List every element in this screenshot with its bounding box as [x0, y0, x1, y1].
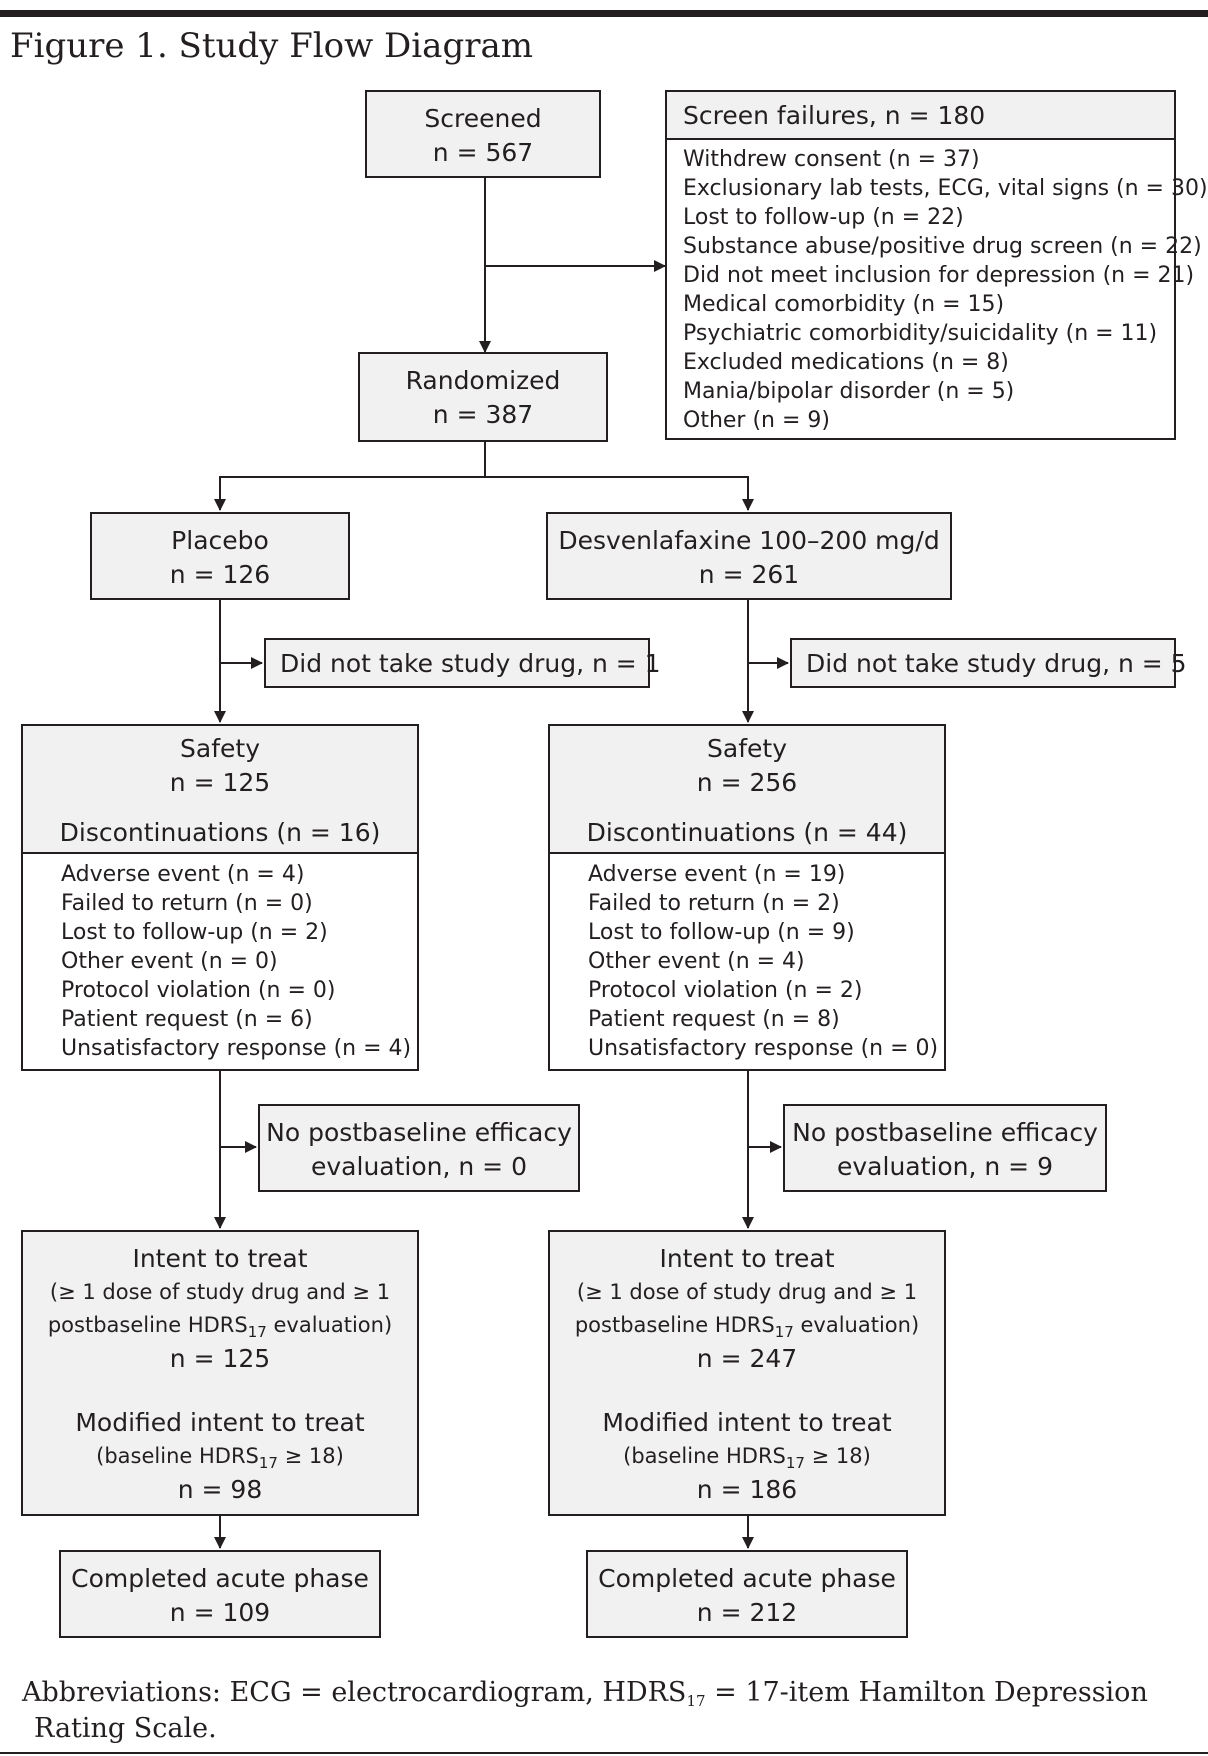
list-item: Psychiatric comorbidity/suicidality (n =… — [683, 321, 1158, 346]
screen-failures-list: Withdrew consent (n = 37) Exclusionary l… — [667, 140, 1208, 435]
list-item: Adverse event (n = 4) — [61, 862, 305, 887]
list-item: Failed to return (n = 0) — [61, 891, 313, 916]
desvenlafaxine-mitt-count: n = 186 — [696, 1475, 798, 1504]
placebo-did-not-take-box: Did not take study drug, n = 1 — [264, 638, 661, 688]
list-item: Unsatisfactory response (n = 4) — [61, 1036, 412, 1061]
randomized-split — [214, 442, 486, 511]
list-item: Patient request (n = 6) — [61, 1007, 313, 1032]
placebo-mitt-label: Modified intent to treat — [75, 1408, 365, 1437]
abbreviations-line1: Abbreviations: ECG = electrocardiogram, … — [22, 1677, 1148, 1710]
placebo-label: Placebo — [171, 526, 269, 555]
desvenlafaxine-discontinuations-title: Discontinuations (n = 44) — [586, 818, 908, 847]
placebo-box: Placebo n = 126 — [90, 512, 350, 600]
list-item: Withdrew consent (n = 37) — [683, 147, 980, 172]
desvenlafaxine-completed-label: Completed acute phase — [598, 1564, 896, 1593]
screen-failures-box: Screen failures, n = 180 Withdrew consen… — [665, 90, 1208, 440]
list-item: Medical comorbidity (n = 15) — [683, 292, 1005, 317]
top-rule — [0, 10, 1208, 17]
desvenlafaxine-itt-desc2: postbaseline HDRS17 evaluation) — [574, 1313, 920, 1341]
desvenlafaxine-discontinuations-list: Adverse event (n = 19) Failed to return … — [550, 854, 944, 1063]
list-item: Patient request (n = 8) — [588, 1007, 840, 1032]
placebo-did-not-take: Did not take study drug, n = 1 — [280, 649, 661, 678]
list-item: Protocol violation (n = 2) — [588, 978, 863, 1003]
placebo-completed-count: n = 109 — [169, 1598, 271, 1627]
desvenlafaxine-no-postbaseline-box: No postbaseline efficacy evaluation, n =… — [783, 1104, 1107, 1192]
desvenlafaxine-safety-box: Safety n = 256 Discontinuations (n = 44)… — [548, 724, 946, 1071]
desvenlafaxine-safety-count: n = 256 — [696, 768, 798, 797]
placebo-itt-desc2: postbaseline HDRS17 evaluation) — [47, 1313, 393, 1341]
desvenlafaxine-count: n = 261 — [698, 560, 800, 589]
desvenlafaxine-did-not-take-box: Did not take study drug, n = 5 — [790, 638, 1187, 688]
desvenlafaxine-safety-label: Safety — [707, 734, 787, 763]
placebo-safety-box: Safety n = 125 Discontinuations (n = 16)… — [21, 724, 419, 1071]
figure-title: Figure 1. Study Flow Diagram — [10, 26, 533, 66]
list-item: Failed to return (n = 2) — [588, 891, 840, 916]
list-item: Excluded medications (n = 8) — [683, 350, 1009, 375]
placebo-safety-count: n = 125 — [169, 768, 271, 797]
desvenlafaxine-no-postbaseline-line1: No postbaseline efficacy — [792, 1118, 1098, 1147]
list-item: Other event (n = 4) — [588, 949, 805, 974]
screen-failures-title: Screen failures, n = 180 — [683, 101, 986, 130]
abbreviations-note: Abbreviations: ECG = electrocardiogram, … — [22, 1675, 1192, 1747]
bottom-rule — [0, 1752, 1208, 1754]
desvenlafaxine-no-postbaseline-line2: evaluation, n = 9 — [837, 1152, 1053, 1181]
abbreviations-line2: Rating Scale. — [34, 1713, 217, 1744]
desvenlafaxine-itt-desc1: (≥ 1 dose of study drug and ≥ 1 — [576, 1280, 918, 1304]
screen-failures-header: Screen failures, n = 180 — [667, 92, 1174, 140]
placebo-safety-header: Safety n = 125 Discontinuations (n = 16) — [23, 726, 417, 854]
placebo-discontinuations-title: Discontinuations (n = 16) — [59, 818, 381, 847]
desvenlafaxine-completed-count: n = 212 — [696, 1598, 798, 1627]
desvenlafaxine-mitt-label: Modified intent to treat — [602, 1408, 892, 1437]
randomized-count: n = 387 — [432, 400, 534, 429]
screened-label: Screened — [424, 104, 542, 133]
placebo-no-postbaseline-line1: No postbaseline efficacy — [266, 1118, 572, 1147]
placebo-count: n = 126 — [169, 560, 271, 589]
randomized-box: Randomized n = 387 — [358, 352, 608, 442]
desvenlafaxine-did-not-take: Did not take study drug, n = 5 — [806, 649, 1187, 678]
placebo-itt-label: Intent to treat — [132, 1244, 308, 1273]
placebo-mitt-count: n = 98 — [177, 1475, 263, 1504]
list-item: Unsatisfactory response (n = 0) — [588, 1036, 939, 1061]
list-item: Substance abuse/positive drug screen (n … — [683, 234, 1202, 259]
placebo-itt-count: n = 125 — [169, 1344, 271, 1373]
placebo-mitt-desc: (baseline HDRS17 ≥ 18) — [96, 1444, 344, 1472]
desvenlafaxine-itt-label: Intent to treat — [659, 1244, 835, 1273]
desvenlafaxine-label: Desvenlafaxine 100–200 mg/d — [558, 526, 940, 555]
screened-count: n = 567 — [432, 138, 534, 167]
desvenlafaxine-itt-count: n = 247 — [696, 1344, 798, 1373]
placebo-completed-label: Completed acute phase — [71, 1564, 369, 1593]
desvenlafaxine-safety-header: Safety n = 256 Discontinuations (n = 44) — [550, 726, 944, 854]
list-item: Did not meet inclusion for depression (n… — [683, 263, 1195, 288]
list-item: Lost to follow-up (n = 22) — [683, 205, 964, 230]
desvenlafaxine-itt-box: Intent to treat (≥ 1 dose of study drug … — [548, 1230, 946, 1516]
list-item: Other event (n = 0) — [61, 949, 278, 974]
desvenlafaxine-box: Desvenlafaxine 100–200 mg/d n = 261 — [546, 512, 952, 600]
list-item: Mania/bipolar disorder (n = 5) — [683, 379, 1015, 404]
list-item: Lost to follow-up (n = 2) — [61, 920, 328, 945]
screened-box: Screened n = 567 — [365, 90, 601, 178]
list-item: Other (n = 9) — [683, 408, 830, 433]
randomized-label: Randomized — [405, 366, 561, 395]
randomized-split-right — [485, 476, 754, 511]
placebo-itt-desc1: (≥ 1 dose of study drug and ≥ 1 — [49, 1280, 391, 1304]
list-item: Protocol violation (n = 0) — [61, 978, 336, 1003]
placebo-discontinuations-list: Adverse event (n = 4) Failed to return (… — [23, 854, 417, 1063]
list-item: Lost to follow-up (n = 9) — [588, 920, 855, 945]
list-item: Adverse event (n = 19) — [588, 862, 846, 887]
list-item: Exclusionary lab tests, ECG, vital signs… — [683, 176, 1208, 201]
desvenlafaxine-mitt-desc: (baseline HDRS17 ≥ 18) — [623, 1444, 871, 1472]
desvenlafaxine-completed-box: Completed acute phase n = 212 — [586, 1550, 908, 1638]
placebo-itt-box: Intent to treat (≥ 1 dose of study drug … — [21, 1230, 419, 1516]
placebo-safety-label: Safety — [180, 734, 260, 763]
placebo-completed-box: Completed acute phase n = 109 — [59, 1550, 381, 1638]
placebo-no-postbaseline-box: No postbaseline efficacy evaluation, n =… — [258, 1104, 580, 1192]
placebo-no-postbaseline-line2: evaluation, n = 0 — [311, 1152, 527, 1181]
